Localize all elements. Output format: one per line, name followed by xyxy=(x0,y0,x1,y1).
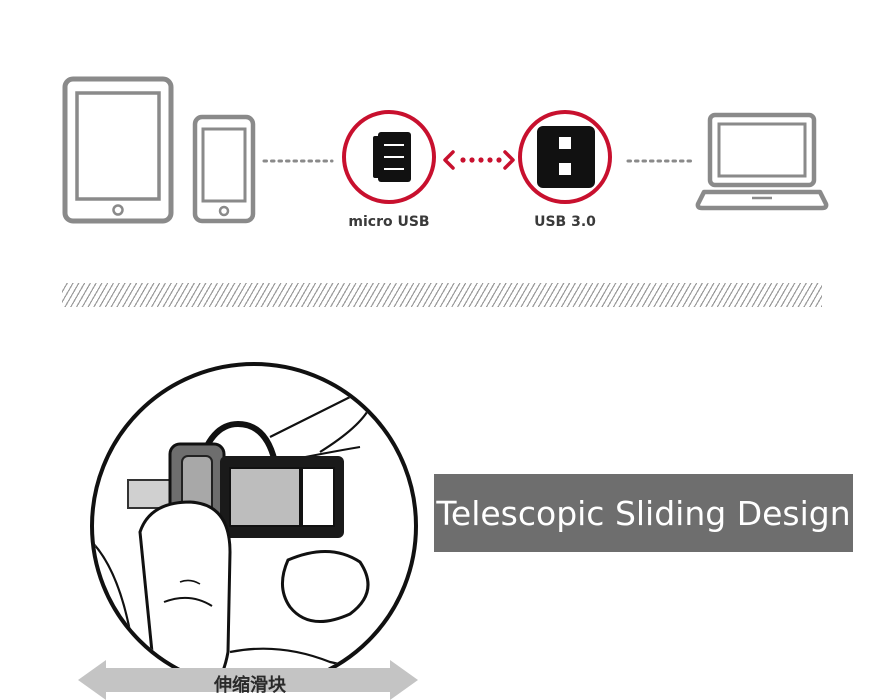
dotted-connector-left xyxy=(262,159,334,163)
slider-label: 伸缩滑块 xyxy=(214,675,286,696)
bidirectional-arrow-icon xyxy=(443,150,515,170)
usb3-label: USB 3.0 xyxy=(534,214,596,230)
phone-icon xyxy=(192,114,256,224)
telescopic-drive-illustration xyxy=(90,362,418,690)
laptop-icon xyxy=(695,112,829,211)
tablet-icon xyxy=(62,76,174,224)
feature-caption-box: Telescopic Sliding Design xyxy=(434,474,853,552)
feature-caption: Telescopic Sliding Design xyxy=(436,493,851,533)
dotted-connector-right xyxy=(626,159,696,163)
micro-usb-label: micro USB xyxy=(348,214,430,230)
hatched-divider xyxy=(62,283,822,307)
micro-usb-connector-icon xyxy=(342,110,436,204)
slide-direction-arrow-icon xyxy=(78,660,418,700)
usb3-connector-icon xyxy=(518,110,612,204)
